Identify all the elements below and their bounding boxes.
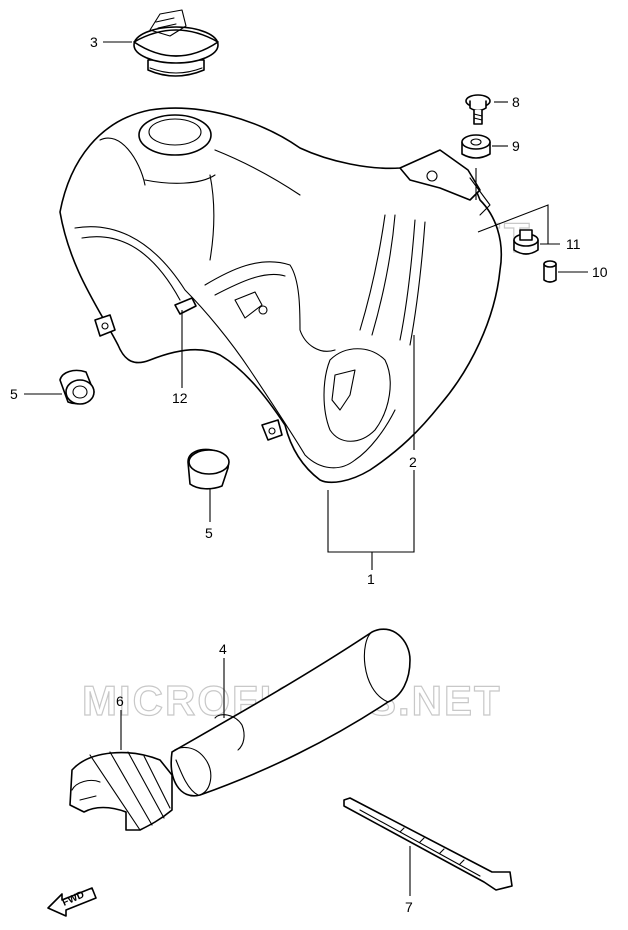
callout-6: 6 <box>116 693 124 709</box>
cushion-washer <box>461 134 491 159</box>
callout-12: 12 <box>172 390 188 406</box>
leader-lines <box>24 41 588 896</box>
callout-3: 3 <box>90 34 98 50</box>
protector-cover <box>170 628 411 797</box>
callout-7: 7 <box>405 899 413 915</box>
callout-2: 2 <box>409 454 417 470</box>
callout-numbers: 3 8 9 11 10 5 12 2 5 1 4 6 7 <box>10 34 608 915</box>
callout-5-left: 5 <box>10 386 18 402</box>
callout-9: 9 <box>512 138 520 154</box>
cable-tie <box>343 797 513 891</box>
bolt <box>465 94 491 125</box>
fuel-tank <box>59 107 503 484</box>
forward-arrow-icon: FWD <box>47 887 97 917</box>
callout-4: 4 <box>219 641 227 657</box>
callout-8: 8 <box>512 94 520 110</box>
grommet-right <box>187 448 230 490</box>
grommet-left <box>59 369 95 405</box>
collar <box>543 260 557 283</box>
callout-5-right: 5 <box>205 525 213 541</box>
callout-11: 11 <box>566 236 581 252</box>
fuel-cap <box>133 9 219 77</box>
clamp <box>69 751 173 831</box>
callout-10: 10 <box>592 264 608 280</box>
mount-cushion <box>513 229 539 255</box>
callout-1: 1 <box>367 571 375 587</box>
